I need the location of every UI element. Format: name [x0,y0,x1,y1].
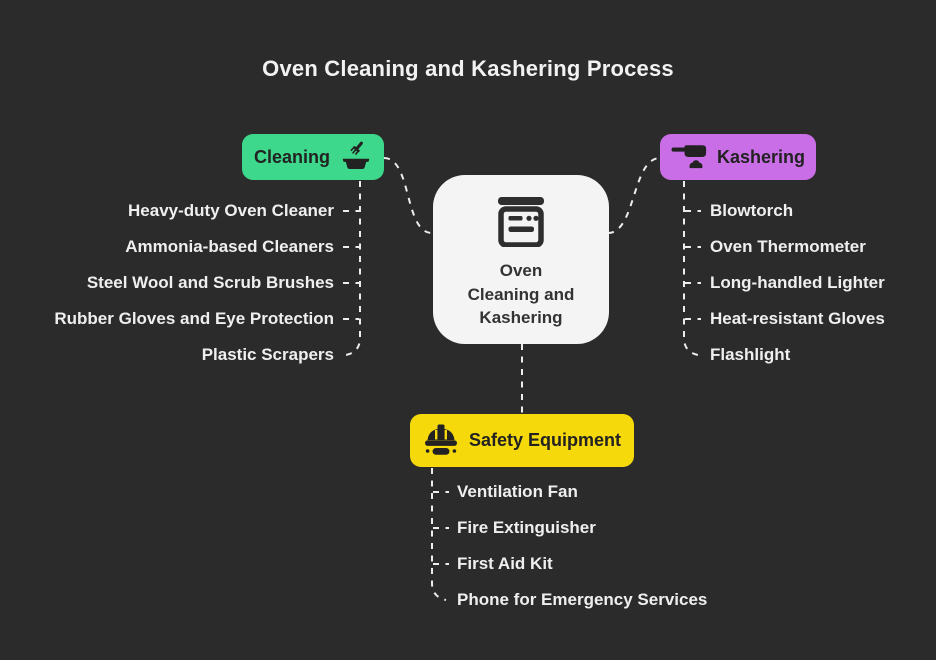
leaf-cleaning-3: Steel Wool and Scrub Brushes [86,273,334,292]
hard-hat-icon [423,424,459,457]
center-label-line2: Cleaning and [467,284,575,304]
connector-center-to-kashering [607,157,661,234]
safety-branch-badge: Safety Equipment [410,414,634,467]
center-label-line1: Oven [499,261,543,280]
spine-cleaning [345,181,361,356]
leaf-cleaning-1: Heavy-duty Oven Cleaner [128,201,334,220]
leaf-kashering-5: Flashlight [710,345,791,364]
oven-icon [498,197,544,252]
leaf-cleaning-2: Ammonia-based Cleaners [125,237,334,256]
center-label-line3: Kashering [479,308,563,327]
connector-cleaning-to-center [383,157,433,234]
leaf-kashering-4: Heat-resistant Gloves [710,309,885,328]
leaf-kashering-1: Blowtorch [710,201,794,220]
cleaning-branch-label: Cleaning [253,146,330,167]
kashering-branch-label: Kashering [716,146,806,167]
leaf-safety-4: Phone for Emergency Services [457,590,708,609]
spine-safety [431,468,447,601]
wash-basin-brush-icon [340,141,372,173]
kashering-branch-badge: Kashering [660,134,816,180]
leaf-kashering-2: Oven Thermometer [710,237,866,256]
page-title: Oven Cleaning and Kashering Process [262,56,674,81]
safety-branch-label: Safety Equipment [468,430,622,450]
leaf-safety-3: First Aid Kit [457,554,553,573]
pan-over-flame-icon [671,142,707,172]
leaf-safety-1: Ventilation Fan [457,482,578,501]
leaf-kashering-3: Long-handled Lighter [710,273,885,292]
spine-kashering [683,181,699,356]
center-node-label: Oven Cleaning and Kashering [468,259,575,330]
leaf-cleaning-5: Plastic Scrapers [201,345,334,364]
leaf-cleaning-4: Rubber Gloves and Eye Protection [54,309,334,328]
leaf-safety-2: Fire Extinguisher [457,518,596,537]
cleaning-branch-badge: Cleaning [242,134,384,180]
center-node: Oven Cleaning and Kashering [433,175,609,344]
